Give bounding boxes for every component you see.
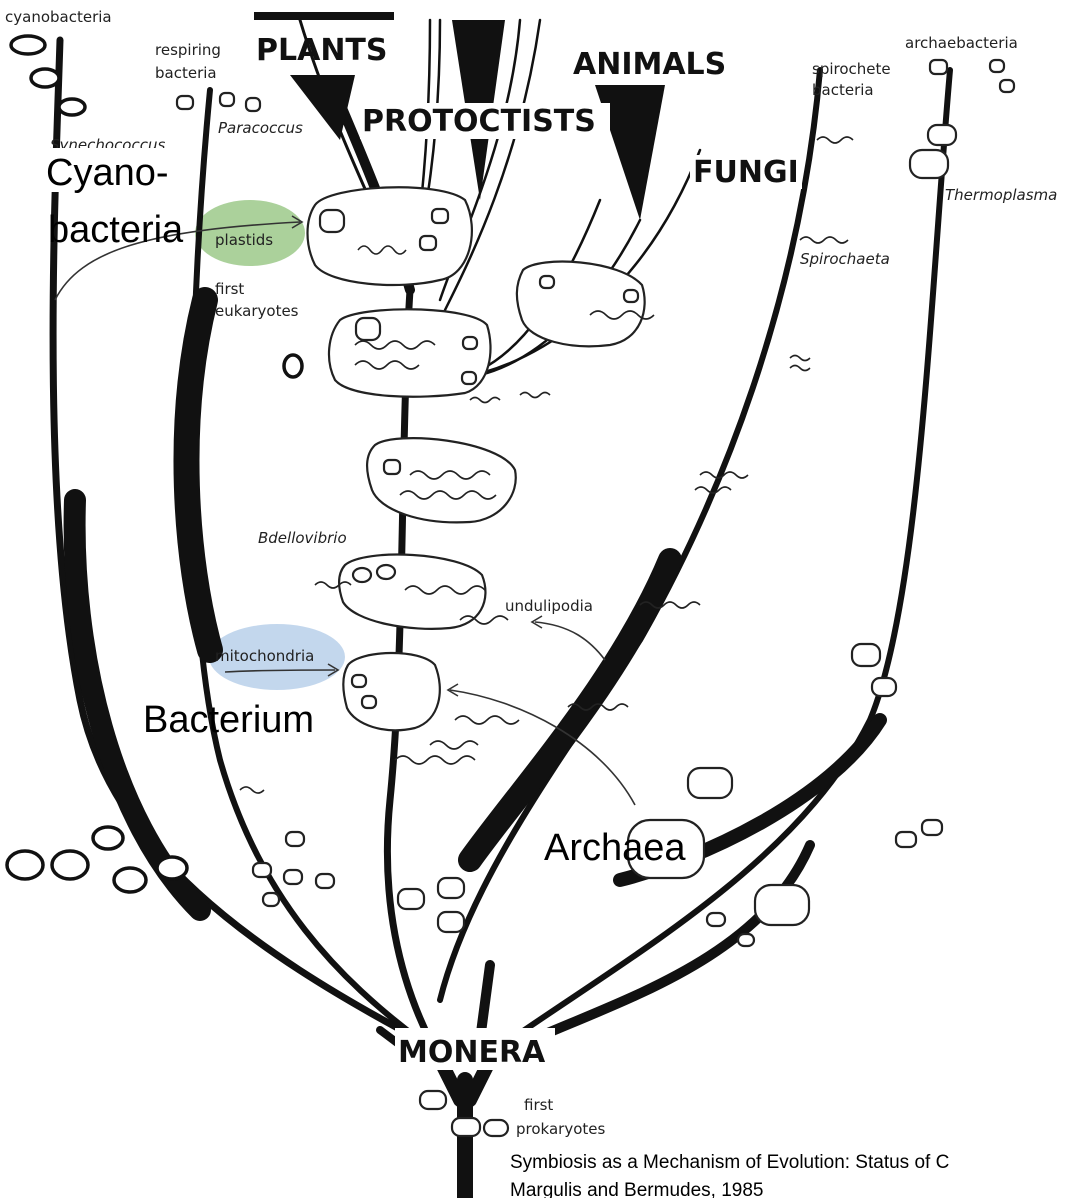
label-respiring-bacteria: bacteria (155, 64, 217, 82)
cells (7, 36, 1014, 1136)
kingdom-monera: MONERA (398, 1035, 546, 1070)
label-first-prokaryotes-1: first (524, 1096, 553, 1114)
label-archaebacteria: archaebacteria (905, 34, 1018, 52)
label-spirochete-bacteria: bacteria (812, 81, 874, 99)
label-plastids: plastids (215, 231, 273, 249)
label-first-prokaryotes-2: prokaryotes (516, 1120, 605, 1138)
tree-branches (53, 20, 950, 1198)
label-bdellovibrio: Bdellovibrio (258, 529, 347, 547)
label-first-eukaryotes-2: eukaryotes (215, 302, 299, 320)
kingdom-fungi: FUNGI (693, 155, 799, 190)
callout-bacterium: Bacterium (143, 699, 314, 741)
callout-cyano-line2: bacteria (48, 209, 184, 251)
label-mitochondria: mitochondria (215, 647, 314, 665)
callout-archaea: Archaea (544, 827, 686, 869)
kingdom-animals: ANIMALS (573, 47, 726, 82)
label-spirochete: spirochete (812, 60, 891, 78)
plants-bar (254, 12, 394, 20)
label-thermoplasma: Thermoplasma (945, 186, 1057, 204)
label-first-eukaryotes-1: first (215, 280, 244, 298)
callout-cyano-line1: Cyano- (46, 152, 169, 194)
citation-line-1: Symbiosis as a Mechanism of Evolution: S… (510, 1152, 949, 1173)
label-cyanobacteria: cyanobacteria (5, 8, 112, 26)
label-paracoccus: Paracoccus (218, 119, 303, 137)
kingdom-plants: PLANTS (256, 33, 388, 68)
label-spirochaeta: Spirochaeta (800, 250, 890, 268)
label-undulipodia: undulipodia (505, 597, 593, 615)
label-respiring: respiring (155, 41, 221, 59)
kingdom-protoctists: PROTOCTISTS (362, 104, 596, 139)
citation-line-2: Margulis and Bermudes, 1985 (510, 1180, 763, 1198)
